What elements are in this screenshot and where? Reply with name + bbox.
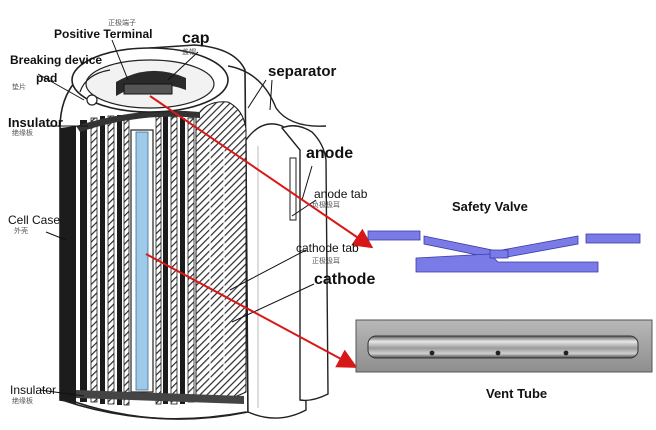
cell-case-cn-label: 外壳 [14,227,28,235]
vent-tube-label: Vent Tube [486,386,548,401]
anode-sheet [280,125,329,402]
positive-terminal-cn-label: 正极端子 [108,19,136,27]
cell-body [59,44,329,420]
arrow-to-safety-valve [149,95,374,249]
anode-tab-label: anode tab [314,187,368,201]
insulator-top-label: Insulator [8,115,63,130]
bottom-insulator [76,390,244,404]
cap-terminal [116,70,186,96]
leader-lines [37,39,317,397]
breaking-device [86,94,98,106]
insulator-top-cn-label: 绝缘板 [12,129,33,137]
cap-label: cap [182,30,210,47]
safety-valve-label: Safety Valve [452,199,528,214]
top-insulator [76,110,200,132]
electrode-roll [195,101,247,402]
red-arrows [145,95,374,368]
cathode-tab-label: cathode tab [296,241,359,255]
cell-case-label: Cell Case [8,213,61,227]
breaking-device-label: Breaking device [10,53,103,67]
case-wall [60,126,76,404]
anode-tab-cn-label: 负极极耳 [312,201,340,209]
cathode-label: cathode [314,271,376,288]
separator-label: separator [268,63,337,80]
positive-terminal-label: Positive Terminal [54,27,153,41]
safety-valve-diagram [367,230,641,273]
anode-label: anode [306,145,354,162]
vent-tube-photo [355,319,653,373]
wound-layers [80,114,195,406]
pad-cn-label: 垫片 [12,83,26,91]
insulator-bottom-label: Insulator [10,383,57,397]
insulator-bottom-cn-label: 绝缘板 [12,397,33,405]
anode-tab-strip [289,157,297,221]
cap-cn-label: 盖帽 [182,48,196,56]
cathode-tab-cn-label: 正极极耳 [312,257,340,265]
arrow-to-vent-tube [145,253,358,368]
positive-terminal-block [123,83,173,95]
pad-label: pad [36,71,58,85]
